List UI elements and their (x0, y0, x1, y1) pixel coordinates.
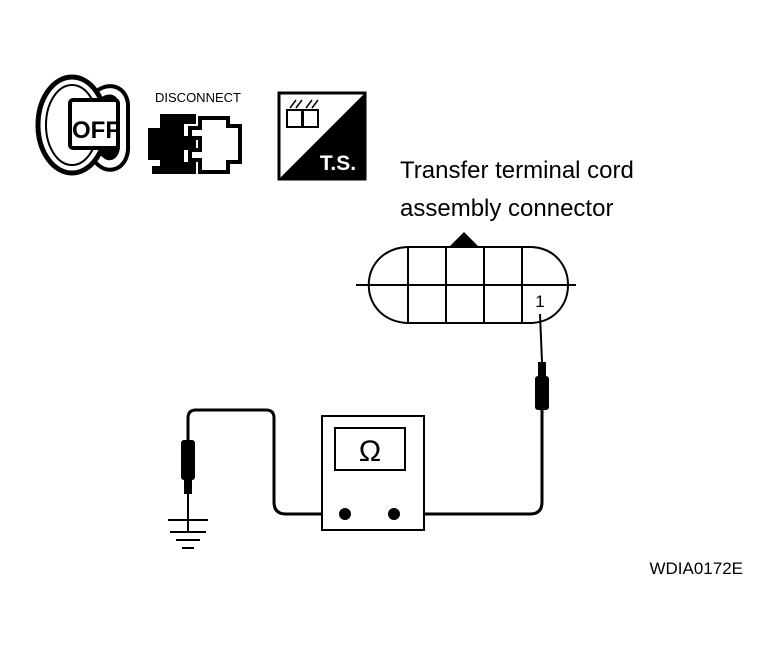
connector-title-line2: assembly connector (400, 195, 613, 222)
disconnect-connector-icon: DISCONNECT (148, 90, 242, 174)
wire-ground-to-meter (186, 408, 345, 516)
ohm-symbol: Ω (359, 435, 381, 468)
meter-terminal-positive (388, 508, 400, 520)
ts-label: T.S. (320, 152, 356, 175)
left-test-probe (181, 440, 195, 520)
meter-terminal-negative (339, 508, 351, 520)
figure-id: WDIA0172E (649, 559, 743, 578)
ground-symbol (168, 519, 208, 549)
connector-key-tab (449, 232, 479, 247)
transfer-terminal-connector: 1 (356, 232, 576, 324)
tester-ts-icon: T.S. (277, 91, 367, 181)
ohmmeter-display (334, 427, 406, 471)
wire-meter-to-terminal (394, 420, 544, 516)
ohmmeter: Ω (321, 415, 425, 531)
ignition-off-icon: OFF (35, 74, 130, 176)
disconnect-label: DISCONNECT (155, 90, 241, 105)
connector-title-line1: Transfer terminal cord (400, 157, 634, 184)
off-label: OFF (72, 117, 120, 144)
terminal-number: 1 (535, 292, 544, 311)
right-test-probe (535, 313, 549, 420)
